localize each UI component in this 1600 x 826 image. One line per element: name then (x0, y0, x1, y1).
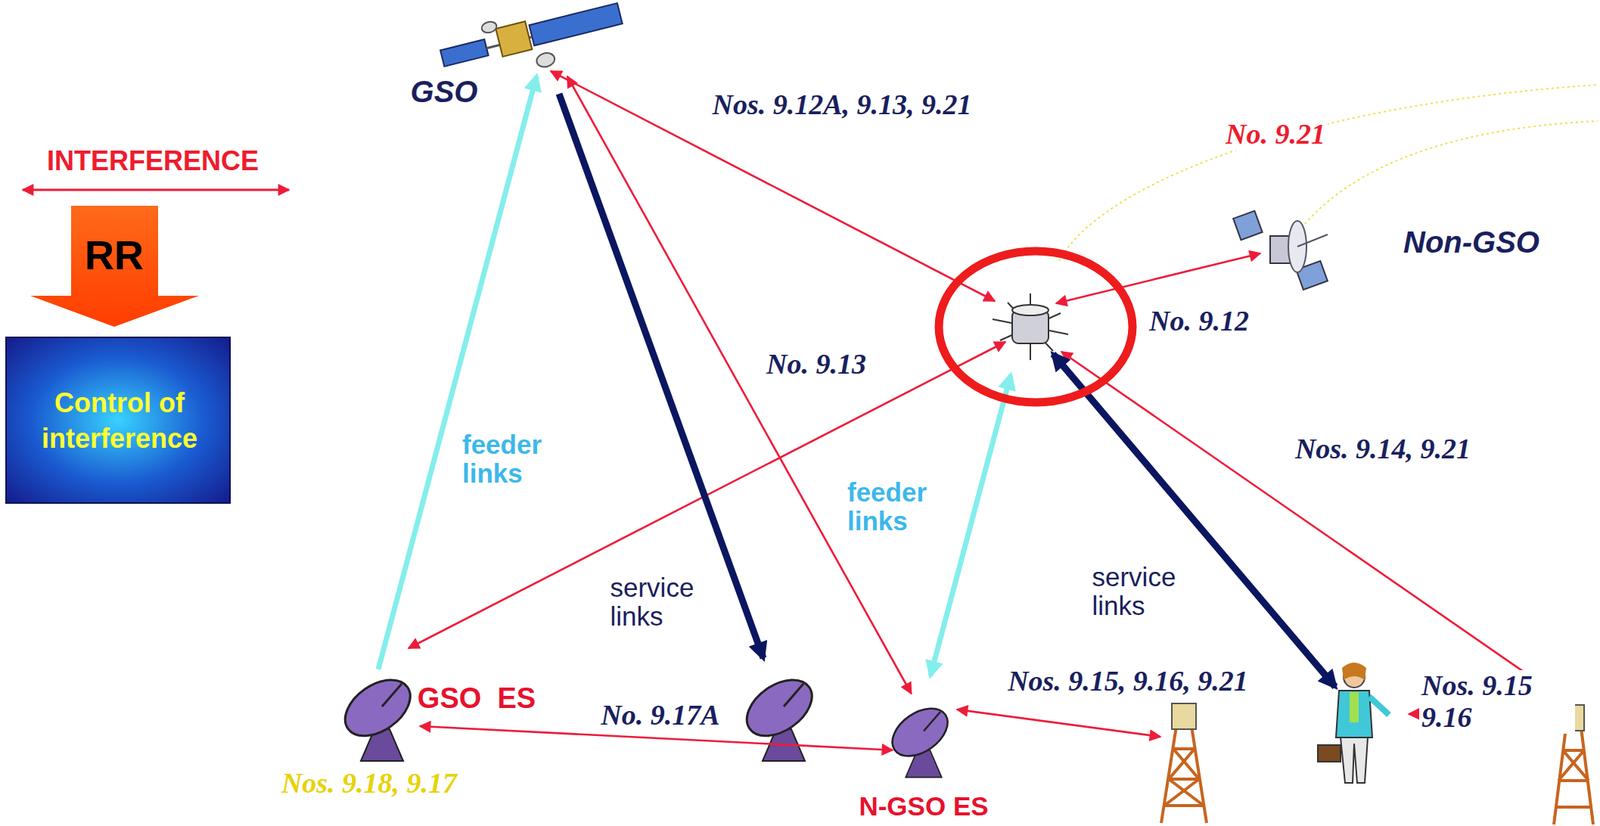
earth-station-dish (335, 668, 421, 762)
ngso-earth-station: N-GSO ES (892, 693, 955, 781)
link-label: feeder links (459, 430, 571, 489)
regulation-ref: No. 9.17A (598, 699, 722, 732)
feeder-link (930, 375, 1011, 676)
link-label: feeder links (845, 478, 956, 537)
node-text: RR (84, 233, 144, 278)
orbit-path (1059, 84, 1598, 261)
regulation-ref: Nos. 9.14, 9.21 (1292, 433, 1473, 466)
earth-station-dish (736, 668, 823, 762)
edge-layer (378, 76, 912, 751)
regulation-ref: No. 9.13 (764, 348, 869, 381)
control-box: Control of interference (5, 336, 231, 504)
connector (567, 76, 912, 694)
gso-earth-station: GSO ES (344, 669, 420, 765)
rr-arrow: RR (30, 205, 199, 327)
gso-satellite-node: GSO (464, 5, 568, 77)
regulation-ref: No. 9.21 (1223, 118, 1328, 151)
legend-heading: INTERFERENCE (44, 146, 261, 177)
node-text: GSO (410, 74, 479, 109)
highlight-ring (938, 251, 1133, 403)
service-link (1053, 354, 1336, 687)
regulation-ref: Nos. 9.12A, 9.13, 9.21 (709, 89, 974, 122)
regulation-ref: Nos. 9.15, 9.16, 9.21 (1005, 665, 1251, 698)
ngso-satellite (1233, 211, 1328, 290)
regulation-ref: Nos. 9.18, 9.17 (279, 767, 460, 800)
ngso-satellite-node: Non-GSO (1245, 204, 1317, 296)
connector (378, 76, 537, 670)
user-terminal-person (1317, 662, 1389, 783)
central-satellite (992, 293, 1069, 361)
interference-path (408, 71, 1562, 737)
earth-station-dish (883, 699, 957, 778)
link-label: service links (608, 573, 715, 632)
link-label: service links (1090, 562, 1197, 622)
node-text: N-GSO ES (858, 792, 988, 822)
node-text: Control of interference (17, 385, 222, 457)
service-link (559, 93, 764, 659)
node-text: Non-GSO (1403, 225, 1540, 259)
node-text: GSO ES (417, 683, 536, 715)
terrestrial-tower (1161, 703, 1207, 824)
regulation-ref: No. 9.12 (1146, 305, 1252, 338)
interference-arrow (22, 189, 289, 192)
regulation-ref: Nos. 9.15 9.16 (1419, 670, 1576, 734)
